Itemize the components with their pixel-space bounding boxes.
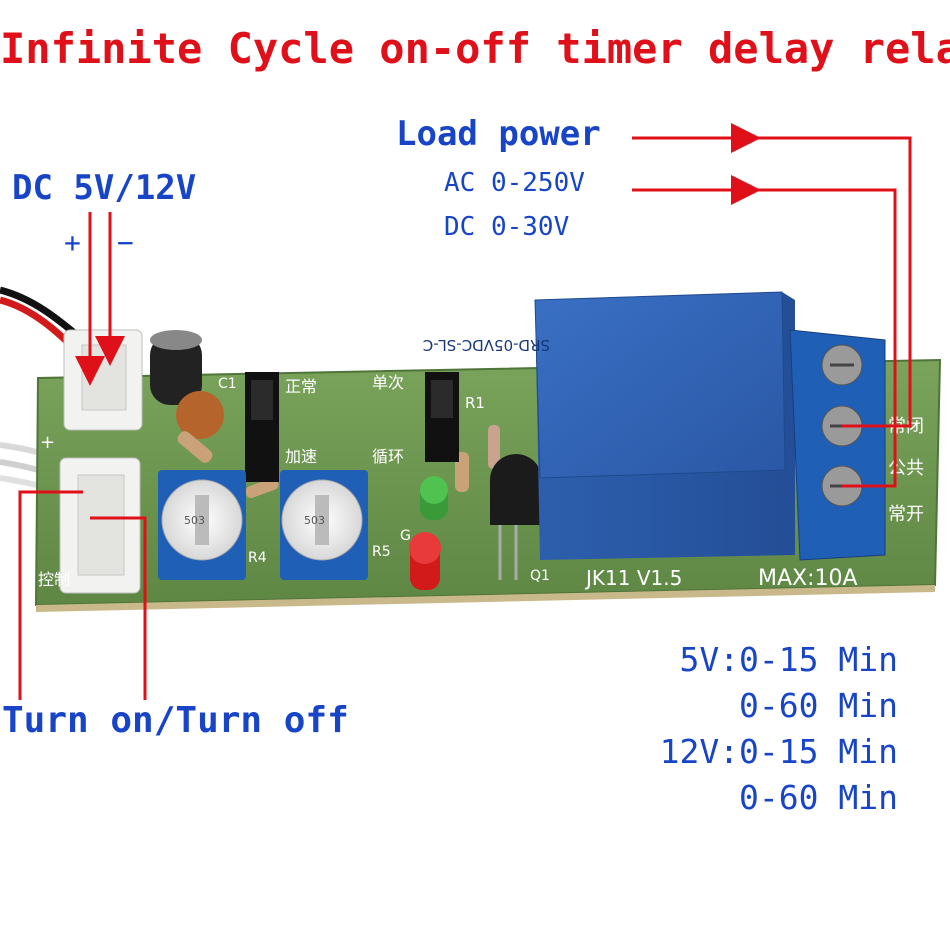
q1-label: Q1 xyxy=(530,568,550,584)
mode-speed-label: 加速 xyxy=(285,447,317,466)
trigger-silk-label: 控制 xyxy=(38,570,70,589)
trigger-label: Turn on/Turn off xyxy=(2,700,349,741)
r4-label: R4 xyxy=(248,550,267,566)
plus-silk-label: + xyxy=(40,432,55,453)
page-title: Infinite Cycle on-off timer delay relay xyxy=(0,24,950,73)
supply-voltage-label: DC 5V/12V xyxy=(12,168,197,208)
plus-sign: + xyxy=(64,226,81,259)
potentiometers xyxy=(158,470,368,580)
pot-label-1: 503 xyxy=(184,514,205,527)
mode-single-label: 单次 xyxy=(372,373,404,392)
g-label: G xyxy=(400,528,411,544)
mode-cycle-label: 循环 xyxy=(372,447,404,466)
electrolytic-capacitor xyxy=(150,330,202,405)
power-connector xyxy=(63,329,143,431)
ceramic-capacitor xyxy=(176,391,224,439)
relay: SRD-05VDC-SL-C xyxy=(423,291,795,560)
relay-model-text: SRD-05VDC-SL-C xyxy=(423,336,550,354)
minus-sign: − xyxy=(117,226,134,259)
load-ac-range: AC 0-250V xyxy=(444,168,585,198)
timing-line-2: 0-60 Min xyxy=(739,686,898,725)
no-label: 常开 xyxy=(888,504,924,525)
trigger-connector xyxy=(59,457,141,594)
screw-terminal xyxy=(789,329,886,561)
resistors xyxy=(177,425,500,499)
max-current: MAX:10A xyxy=(758,566,858,591)
r5-label: R5 xyxy=(372,544,391,560)
com-label: 公共 xyxy=(888,458,924,479)
transistor-q1 xyxy=(490,454,542,580)
annotation-arrows xyxy=(18,123,912,700)
load-dc-range: DC 0-30V xyxy=(444,212,570,242)
load-power-label: Load power xyxy=(396,114,601,154)
status-leds xyxy=(409,476,448,590)
c1-label: C1 xyxy=(218,376,237,392)
board-name: JK11 V1.5 xyxy=(584,566,682,590)
timing-line-3: 12V:0-15 Min xyxy=(659,732,898,771)
r1-label: R1 xyxy=(465,394,485,412)
timing-line-4: 0-60 Min xyxy=(739,778,898,817)
pot-label-2: 503 xyxy=(304,514,325,527)
mode-normal-label: 正常 xyxy=(285,377,317,396)
timing-line-1: 5V:0-15 Min xyxy=(679,640,898,679)
mode-jumpers xyxy=(245,372,459,482)
